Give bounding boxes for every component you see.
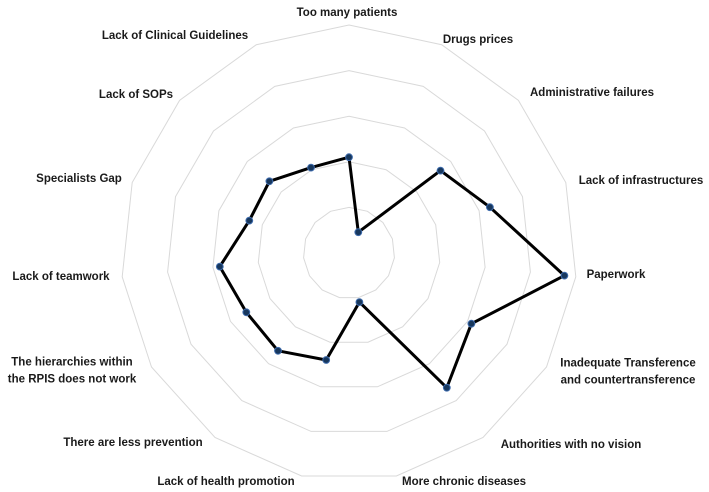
radar-grid-ring	[121, 24, 577, 477]
axis-label-line: Paperwork	[587, 269, 646, 281]
data-point-marker	[354, 228, 363, 237]
radar-grid-ring	[257, 161, 441, 343]
axis-label-line: Too many patients	[297, 7, 398, 19]
axis-label-line: Administrative failures	[530, 87, 654, 99]
data-point-marker	[560, 271, 569, 280]
data-point-marker	[467, 319, 476, 328]
data-point-marker	[436, 166, 445, 175]
data-point-marker	[242, 308, 251, 317]
axis-label: Lack of health promotion	[157, 476, 294, 488]
data-point-marker	[215, 262, 224, 271]
axis-label: Lack of infrastructures	[579, 175, 704, 187]
axis-label-line: Specialists Gap	[36, 173, 122, 185]
radar-markers	[215, 153, 569, 392]
data-point-marker	[442, 383, 451, 392]
data-point-marker	[265, 177, 274, 186]
axis-label: Lack of SOPs	[99, 89, 173, 101]
radar-series-line	[218, 155, 566, 390]
axis-label: Lack of Clinical Guidelines	[102, 30, 248, 42]
axis-label: More chronic diseases	[402, 476, 526, 488]
axis-label-line: and countertransference	[561, 375, 696, 387]
axis-label-line: Drugs prices	[443, 34, 513, 46]
axis-label-line: Lack of infrastructures	[579, 175, 704, 187]
data-point-marker	[307, 163, 315, 172]
radar-grid-ring	[303, 206, 395, 299]
data-point-marker	[322, 356, 331, 364]
radar-series	[218, 155, 566, 390]
radar-grid	[121, 24, 577, 477]
axis-label: Too many patients	[297, 7, 398, 19]
data-point-marker	[486, 203, 494, 212]
axis-label-line: The hierarchies within	[11, 357, 132, 369]
axis-label-line: the RPIS does not work	[8, 374, 137, 386]
radar-grid-ring	[212, 115, 486, 388]
axis-label-line: Inadequate Transference	[560, 358, 696, 370]
axis-label-line: Lack of teamwork	[12, 271, 110, 283]
axis-label: Paperwork	[587, 269, 646, 281]
data-point-marker	[245, 216, 254, 225]
radar-grid-ring	[167, 70, 531, 432]
data-point-marker	[355, 298, 364, 307]
axis-label: Authorities with no vision	[501, 439, 642, 451]
axis-label-line: Lack of health promotion	[157, 476, 294, 488]
axis-label-line: Lack of SOPs	[99, 89, 173, 101]
data-point-marker	[345, 153, 353, 162]
axis-label-line: There are less prevention	[63, 437, 202, 449]
axis-label: Inadequate Transference and countertransf…	[560, 358, 696, 387]
axis-label-line: More chronic diseases	[402, 476, 526, 488]
axis-label: Administrative failures	[530, 87, 654, 99]
data-point-marker	[274, 346, 282, 355]
axis-label-line: Lack of Clinical Guidelines	[102, 30, 248, 42]
axis-label: Specialists Gap	[36, 173, 122, 185]
axis-label: Lack of teamwork	[12, 271, 110, 283]
axis-label: The hierarchies within the RPIS does not …	[8, 357, 137, 386]
axis-label-line: Authorities with no vision	[501, 439, 642, 451]
axis-label: Drugs prices	[443, 34, 513, 46]
axis-label: There are less prevention	[63, 437, 202, 449]
